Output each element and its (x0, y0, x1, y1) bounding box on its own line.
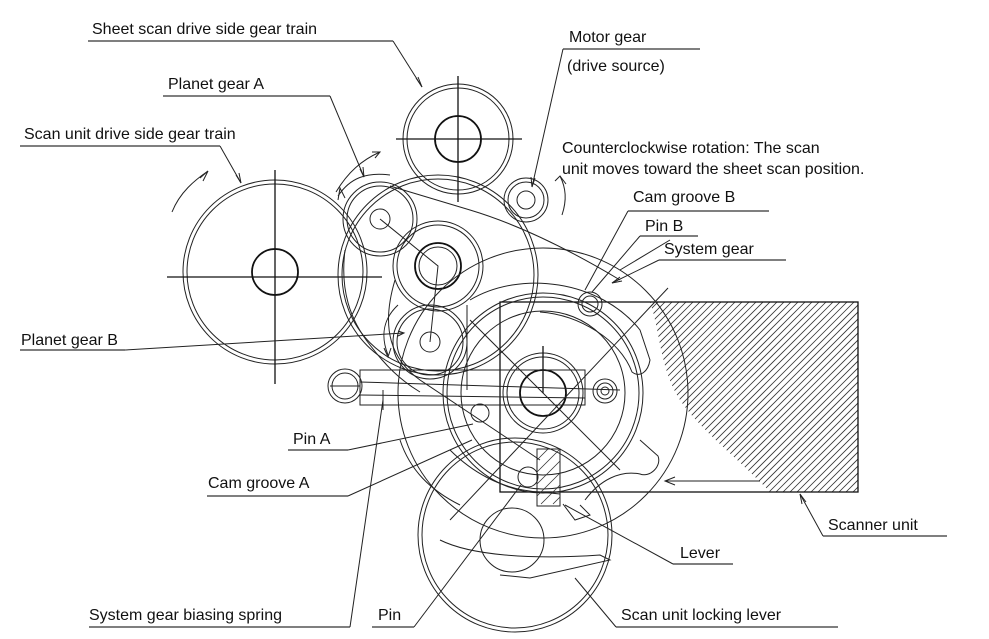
system-gear (397, 239, 689, 539)
hatch-line (860, 302, 989, 492)
hatch-line (712, 302, 858, 492)
hatch-line (782, 302, 858, 492)
hatch-line (895, 302, 989, 492)
label-cam-groove-a: Cam groove A (208, 475, 310, 492)
hatch-line (719, 302, 858, 492)
sun-gear-assembly (337, 174, 539, 376)
rotation-arrow-icon (171, 170, 209, 213)
label-planet-gear-b: Planet gear B (21, 332, 118, 349)
hatch-line (733, 302, 858, 492)
hatch-line (796, 302, 858, 492)
scan-unit-drive-gear (167, 170, 382, 384)
scanner-unit-body (307, 301, 989, 493)
planet-gear-a (335, 151, 418, 257)
hatch-line (768, 302, 858, 492)
hatch-line (874, 302, 989, 492)
label-pin: Pin (378, 607, 401, 624)
hatch-line (775, 302, 858, 492)
hatch-line (902, 302, 989, 492)
label-motor-gear-sub: (drive source) (567, 58, 665, 75)
label-sheet-scan-train: Sheet scan drive side gear train (92, 21, 317, 38)
pin-b-icon (577, 291, 603, 317)
rotation-note-line-1: Counterclockwise rotation: The scan (562, 140, 820, 157)
label-cam-groove-b: Cam groove B (633, 189, 735, 206)
hatch-line (930, 302, 989, 492)
carrier-arm (343, 185, 621, 461)
hatch-line (838, 302, 858, 492)
hatch-line (810, 302, 858, 492)
label-scan-unit-train: Scan unit drive side gear train (24, 126, 236, 143)
hatch-line (558, 302, 750, 492)
biasing-spring (327, 368, 621, 410)
hatch-line (740, 302, 858, 492)
pin-a-icon (470, 403, 490, 423)
label-locking-lever: Scan unit locking lever (621, 607, 782, 624)
hatch-line (979, 302, 989, 492)
hatch-line (881, 302, 989, 492)
hatch-line (572, 302, 764, 492)
label-scanner-unit: Scanner unit (828, 517, 918, 534)
label-biasing-spring: System gear biasing spring (89, 607, 282, 624)
hatch-line (951, 302, 989, 492)
hatch-line (972, 302, 989, 492)
planet-gear-b (383, 304, 468, 380)
hatch-line (523, 302, 715, 492)
hatch-line (789, 302, 858, 492)
lever-hatch (536, 448, 561, 505)
label-system-gear: System gear (664, 241, 754, 258)
ccw-arrow-icon (559, 175, 566, 216)
rotation-arrow-icon (383, 304, 399, 356)
hatch-line (845, 302, 858, 492)
hatch-line (747, 302, 858, 492)
hatch-line (824, 302, 858, 492)
hatch-line (761, 302, 858, 492)
label-pin-a: Pin A (293, 431, 331, 448)
hatch-line (803, 302, 858, 492)
label-lever: Lever (680, 545, 721, 562)
hatch-line (937, 302, 989, 492)
hatch-line (958, 302, 989, 492)
label-pin-b: Pin B (645, 218, 683, 235)
hatch-line (831, 302, 858, 492)
hatch-line (867, 302, 989, 492)
leader-lines (20, 40, 947, 628)
label-motor-gear: Motor gear (569, 29, 647, 46)
hatch-line (852, 302, 858, 492)
hatch-line (705, 302, 858, 492)
sheet-scan-drive-gear (396, 76, 522, 202)
hatch-line (754, 302, 858, 492)
hatch-line (944, 302, 989, 492)
hatch-line (307, 302, 497, 492)
rotation-arrow-icon (337, 173, 391, 197)
scanner-unit-hatching (307, 302, 989, 492)
hatch-line (817, 302, 858, 492)
hatch-line (909, 302, 989, 492)
hatch-line (923, 302, 989, 492)
hatch-line (965, 302, 989, 492)
hatch-line (726, 302, 858, 492)
rotation-note-line-2: unit moves toward the sheet scan positio… (562, 161, 864, 178)
label-planet-gear-a: Planet gear A (168, 76, 264, 93)
pin-circle-icon (517, 466, 539, 488)
hatch-line (888, 302, 989, 492)
hatch-line (916, 302, 989, 492)
